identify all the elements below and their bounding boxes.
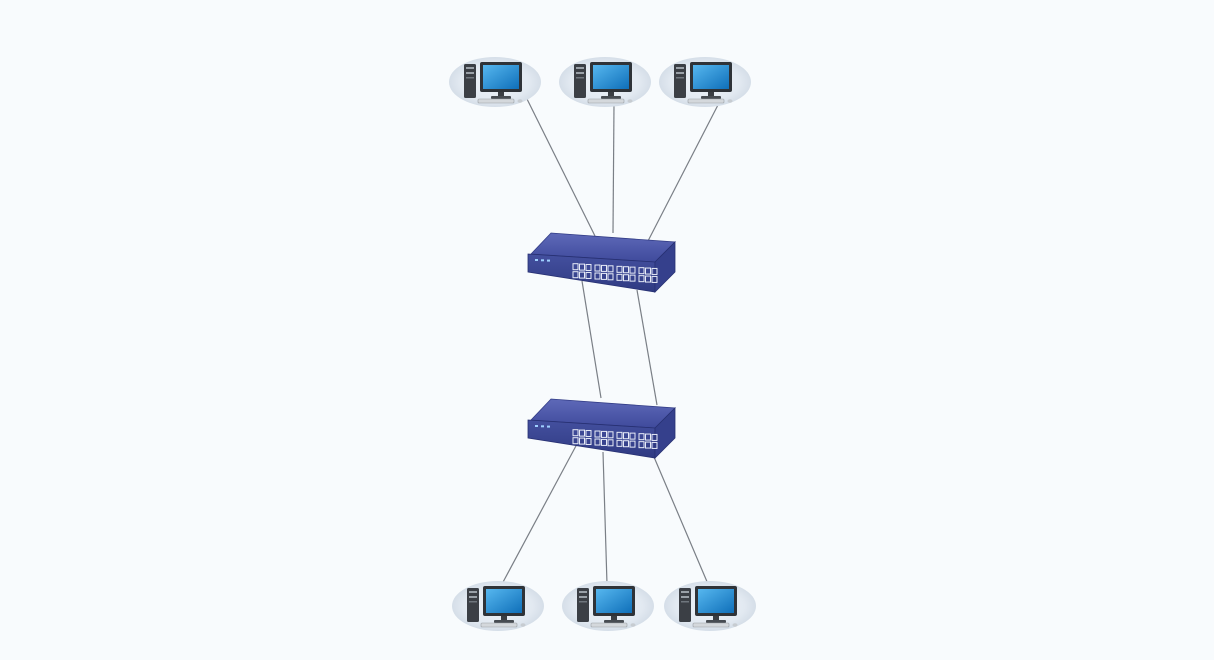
switch-port — [585, 429, 592, 437]
switch-port — [638, 441, 645, 449]
monitor-screen — [593, 65, 629, 89]
switch-led — [547, 259, 550, 262]
pc-top-3-computer — [659, 57, 751, 107]
link-switch-bottom-to-pc-bottom-2 — [602, 451, 608, 585]
monitor-screen — [693, 65, 729, 89]
link-switch-top-to-switch-bottom — [581, 280, 602, 399]
computer-tower-icon — [674, 64, 686, 98]
switch-port — [601, 430, 607, 438]
switch-port — [585, 271, 592, 279]
computer-tower-icon — [464, 64, 476, 98]
switch-port — [638, 433, 645, 441]
keyboard-icon — [590, 622, 628, 628]
pc-bottom-3-computer — [664, 581, 756, 631]
link-pc-top-1-to-switch-top — [526, 98, 596, 237]
switch-port — [651, 433, 658, 441]
monitor-screen — [596, 589, 632, 613]
switch-port — [607, 439, 614, 447]
switch-port — [629, 266, 636, 274]
pc-bottom-1-computer — [452, 581, 544, 631]
switch-led — [541, 425, 544, 428]
pc-bottom-2-computer — [562, 581, 654, 631]
monitor-screen — [698, 589, 734, 613]
nodes-layer — [449, 57, 756, 631]
switch-port — [594, 430, 601, 438]
keyboard-icon — [692, 622, 730, 628]
mouse-icon — [627, 99, 633, 103]
computer-tower-icon — [577, 588, 589, 622]
switch-port — [638, 275, 645, 283]
switch-led — [541, 259, 544, 262]
monitor-screen — [486, 589, 522, 613]
switch-port — [601, 272, 607, 280]
switch-port — [629, 274, 636, 282]
keyboard-icon — [477, 98, 515, 104]
mouse-icon — [732, 623, 738, 627]
switch-port — [601, 438, 607, 446]
link-switch-bottom-to-pc-bottom-1 — [501, 443, 578, 585]
switch-port — [607, 431, 614, 439]
switch-port — [645, 275, 651, 283]
switch-port — [645, 441, 651, 449]
switch-port — [579, 429, 585, 437]
mouse-icon — [727, 99, 733, 103]
switch-port — [601, 264, 607, 272]
pc-top-2-computer — [559, 57, 651, 107]
switch-port — [607, 265, 614, 273]
switch-port — [616, 439, 623, 447]
switch-port — [572, 429, 579, 437]
keyboard-icon — [480, 622, 518, 628]
switch-bottom-network-switch — [527, 398, 676, 459]
switch-port — [579, 437, 585, 445]
switch-led — [535, 259, 538, 261]
switch-port — [651, 275, 658, 283]
switch-port — [623, 274, 629, 282]
links-layer — [501, 98, 720, 585]
switch-port — [572, 271, 579, 279]
switch-port — [623, 440, 629, 448]
switch-port — [616, 431, 623, 439]
switch-port — [585, 437, 592, 445]
link-pc-top-2-to-switch-top — [612, 103, 615, 234]
computer-tower-icon — [574, 64, 586, 98]
switch-port — [623, 432, 629, 440]
switch-port — [579, 263, 585, 271]
switch-port — [629, 432, 636, 440]
computer-tower-icon — [467, 588, 479, 622]
mouse-icon — [630, 623, 636, 627]
link-switch-bottom-to-pc-bottom-3 — [653, 456, 709, 585]
pc-top-1-computer — [449, 57, 541, 107]
switch-port — [579, 271, 585, 279]
keyboard-icon — [687, 98, 725, 104]
monitor-screen — [483, 65, 519, 89]
switch-port — [572, 437, 579, 445]
switch-port — [651, 441, 658, 449]
switch-port — [585, 263, 592, 271]
keyboard-icon — [587, 98, 625, 104]
link-pc-top-3-to-switch-top — [647, 102, 720, 242]
mouse-icon — [517, 99, 523, 103]
switch-port — [638, 267, 645, 275]
switch-port — [645, 433, 651, 441]
switch-port — [616, 265, 623, 273]
switch-port — [607, 273, 614, 281]
switch-top-network-switch — [527, 232, 676, 293]
link-switch-top-to-switch-bottom — [636, 289, 658, 406]
switch-led — [547, 425, 550, 428]
switch-port — [594, 272, 601, 280]
switch-port — [616, 273, 623, 281]
switch-port — [651, 267, 658, 275]
switch-led — [535, 425, 538, 427]
switch-port — [572, 263, 579, 271]
computer-tower-icon — [679, 588, 691, 622]
switch-port — [594, 264, 601, 272]
switch-port — [629, 440, 636, 448]
switch-port — [594, 438, 601, 446]
switch-port — [623, 266, 629, 274]
mouse-icon — [520, 623, 526, 627]
switch-port — [645, 267, 651, 275]
